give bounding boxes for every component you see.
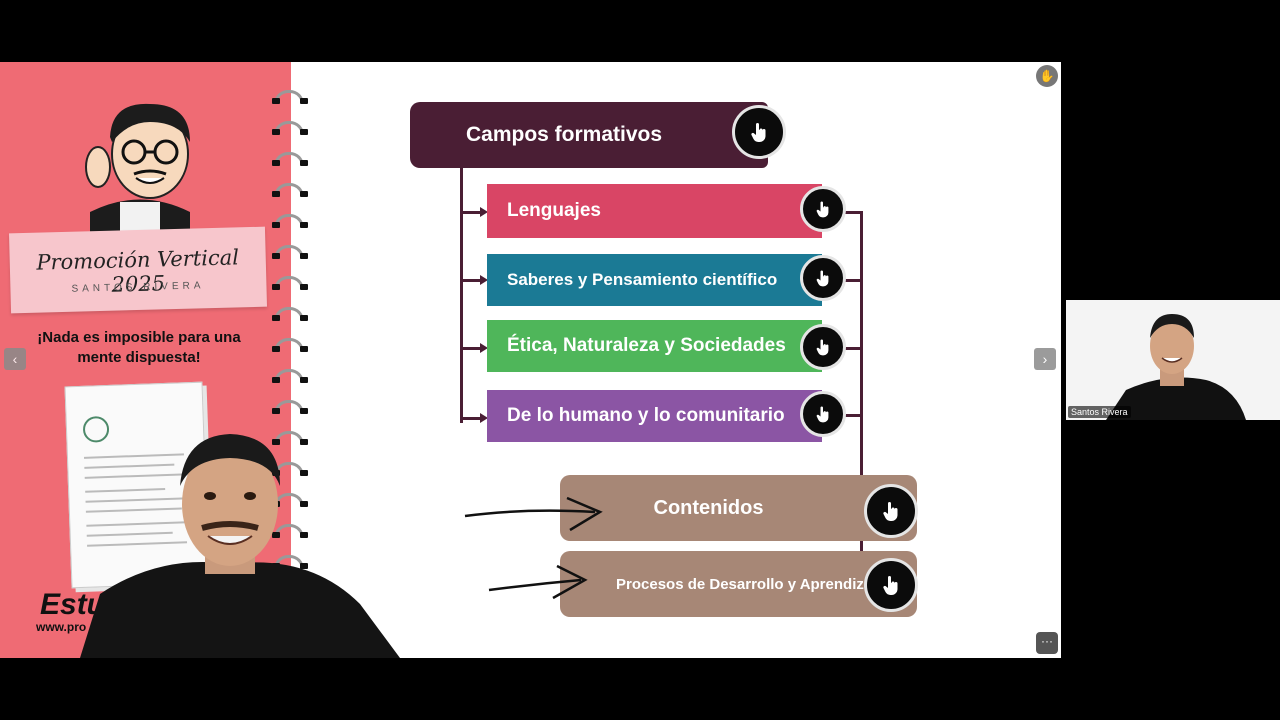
field-label: De lo humano y lo comunitario bbox=[507, 405, 785, 426]
participant-name: Santos Rivera bbox=[1068, 406, 1131, 418]
spiral-ring bbox=[270, 245, 310, 261]
procesos-box[interactable]: Procesos de Desarrollo y Aprendizaje bbox=[560, 551, 917, 617]
tap-hand-icon[interactable] bbox=[800, 255, 846, 301]
spiral-ring bbox=[270, 121, 310, 137]
field-label: Ética, Naturaleza y Sociedades bbox=[507, 335, 786, 356]
tap-hand-icon[interactable] bbox=[732, 105, 786, 159]
campos-formativos-label: Campos formativos bbox=[465, 123, 663, 146]
brand-url: www.pro bbox=[36, 620, 87, 634]
spiral-ring bbox=[270, 276, 310, 292]
participant-webcam: Santos Rivera bbox=[1066, 300, 1280, 420]
chevron-right-icon: › bbox=[1042, 351, 1048, 367]
spiral-ring bbox=[270, 431, 310, 447]
more-icon: ··· bbox=[1041, 634, 1053, 648]
tap-hand-icon[interactable] bbox=[864, 558, 918, 612]
annotation-arrows bbox=[464, 496, 603, 600]
tap-hand-icon[interactable] bbox=[864, 484, 918, 538]
spiral-ring bbox=[270, 524, 310, 540]
spiral-ring bbox=[270, 183, 310, 199]
prev-slide-button[interactable]: ‹ bbox=[4, 348, 26, 370]
tap-hand-icon[interactable] bbox=[800, 391, 846, 437]
field-etica[interactable]: Ética, Naturaleza y Sociedades bbox=[487, 320, 822, 372]
field-lenguajes[interactable]: Lenguajes bbox=[487, 184, 822, 238]
presenter-webcam bbox=[80, 434, 400, 658]
more-options-button[interactable]: ··· bbox=[1036, 632, 1058, 654]
spiral-ring bbox=[270, 214, 310, 230]
field-label: Saberes y Pensamiento científico bbox=[507, 270, 778, 289]
campos-formativos-box[interactable]: Campos formativos bbox=[410, 102, 768, 168]
campos-diagram: Campos formativos Lenguajes Saberes y Pe… bbox=[0, 62, 1061, 658]
procesos-label: Procesos de Desarrollo y Aprendizaje bbox=[616, 575, 885, 593]
participant-video bbox=[1066, 300, 1280, 420]
spiral-ring bbox=[270, 307, 310, 323]
spiral-ring bbox=[270, 90, 310, 106]
tap-hand-icon[interactable] bbox=[800, 186, 846, 232]
sidebar-panel: Promoción Vertical 2025 SANTOS RIVERA ¡N… bbox=[0, 62, 291, 658]
field-humano[interactable]: De lo humano y lo comunitario bbox=[487, 390, 822, 442]
spiral-ring bbox=[270, 338, 310, 354]
next-slide-button[interactable]: › bbox=[1034, 348, 1056, 370]
spiral-ring bbox=[270, 152, 310, 168]
field-saberes[interactable]: Saberes y Pensamiento científico bbox=[487, 254, 822, 306]
hand-icon[interactable]: ✋ bbox=[1036, 65, 1058, 87]
field-label: Lenguajes bbox=[507, 200, 601, 221]
spiral-ring bbox=[270, 400, 310, 416]
contenidos-label: Contenidos bbox=[653, 496, 764, 519]
chevron-left-icon: ‹ bbox=[12, 351, 18, 367]
motto-text: ¡Nada es imposible para una mente dispue… bbox=[37, 329, 241, 366]
spiral-ring bbox=[270, 369, 310, 385]
presentation-slide: Promoción Vertical 2025 SANTOS RIVERA ¡N… bbox=[0, 62, 1061, 658]
contenidos-box[interactable]: Contenidos bbox=[560, 475, 917, 541]
tap-hand-icon[interactable] bbox=[800, 324, 846, 370]
